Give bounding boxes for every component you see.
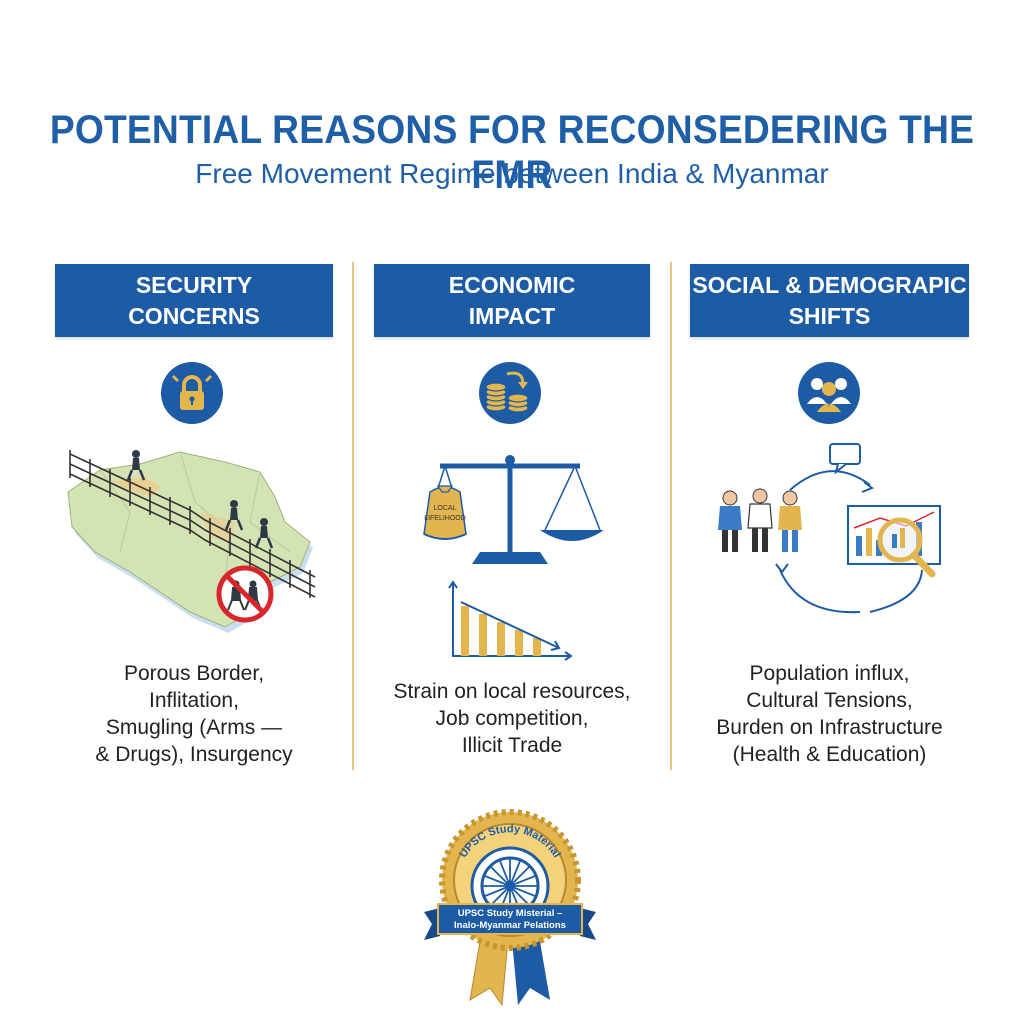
border-fence-map <box>67 450 316 633</box>
text-line: Job competition, <box>435 707 589 730</box>
text-line: & Drugs), Insurgency <box>95 743 293 766</box>
badge-ribbon: UPSC Study Misterial – Inalo-Myanmar Pel… <box>424 903 596 940</box>
text-line: Porous Border, <box>123 662 265 685</box>
page-title: POTENTIAL REASONS FOR RECONSEDERING THE … <box>49 108 975 197</box>
text-line: Cultural Tensions, <box>746 689 913 712</box>
text-line: Inflitation, <box>149 689 239 712</box>
header-line: ECONOMIC <box>448 271 576 298</box>
group-people-icon <box>798 362 860 424</box>
balance-scale-icon: LOCAL LIFELIHOOD <box>423 455 604 564</box>
column-divider-right <box>670 262 672 770</box>
scale-bag-label-line: LOCAL <box>434 505 457 512</box>
economic-impact-text: Strain on local resources, Job competiti… <box>374 678 650 759</box>
people-group-icon <box>718 488 802 552</box>
text-line: Burden on Infrastructure <box>716 716 943 739</box>
security-concerns-text: Porous Border, Inflitation, Smugling (Ar… <box>60 660 328 768</box>
column-divider-left <box>352 262 354 770</box>
ribbon-line: Inalo-Myanmar Pelations <box>454 920 566 931</box>
padlock-icon <box>161 362 223 424</box>
declining-bar-chart-icon <box>448 580 573 661</box>
header-line: IMPACT <box>468 302 556 329</box>
text-line: Smugling (Arms — <box>105 716 283 739</box>
social-demographic-header: SOCIAL & DEMOGRAPIC SHIFTS <box>690 264 969 337</box>
social-demographic-text: Population influx, Cultural Tensions, Bu… <box>690 660 969 768</box>
scale-bag-label-line: LIFELIHOOD <box>424 515 466 522</box>
page-subtitle: Free Movement Regime between India & Mya… <box>195 158 829 189</box>
header-line: SECURITY <box>135 271 253 298</box>
header-line: SHIFTS <box>788 302 871 329</box>
security-concerns-header: SECURITY CONCERNS <box>55 264 333 337</box>
text-line: (Health & Education) <box>732 743 927 766</box>
header-line: SOCIAL & DEMOGRAPIC <box>692 271 967 298</box>
text-line: Population influx, <box>749 662 910 685</box>
people-cycle-analysis <box>718 443 941 614</box>
ribbon-line: UPSC Study Misterial – <box>458 908 563 919</box>
study-material-badge: UPSC Study Material UPSC Study Misterial… <box>420 800 600 1010</box>
text-line: Strain on local resources, <box>393 680 631 703</box>
text-line: Illicit Trade <box>461 734 563 757</box>
speech-bubble-icon <box>829 443 861 475</box>
no-entry-icon <box>216 565 274 623</box>
header-line: CONCERNS <box>128 302 260 329</box>
coin-stack-icon <box>479 362 541 424</box>
magnifier-icon <box>877 517 936 578</box>
economic-impact-header: ECONOMIC IMPACT <box>374 264 650 337</box>
